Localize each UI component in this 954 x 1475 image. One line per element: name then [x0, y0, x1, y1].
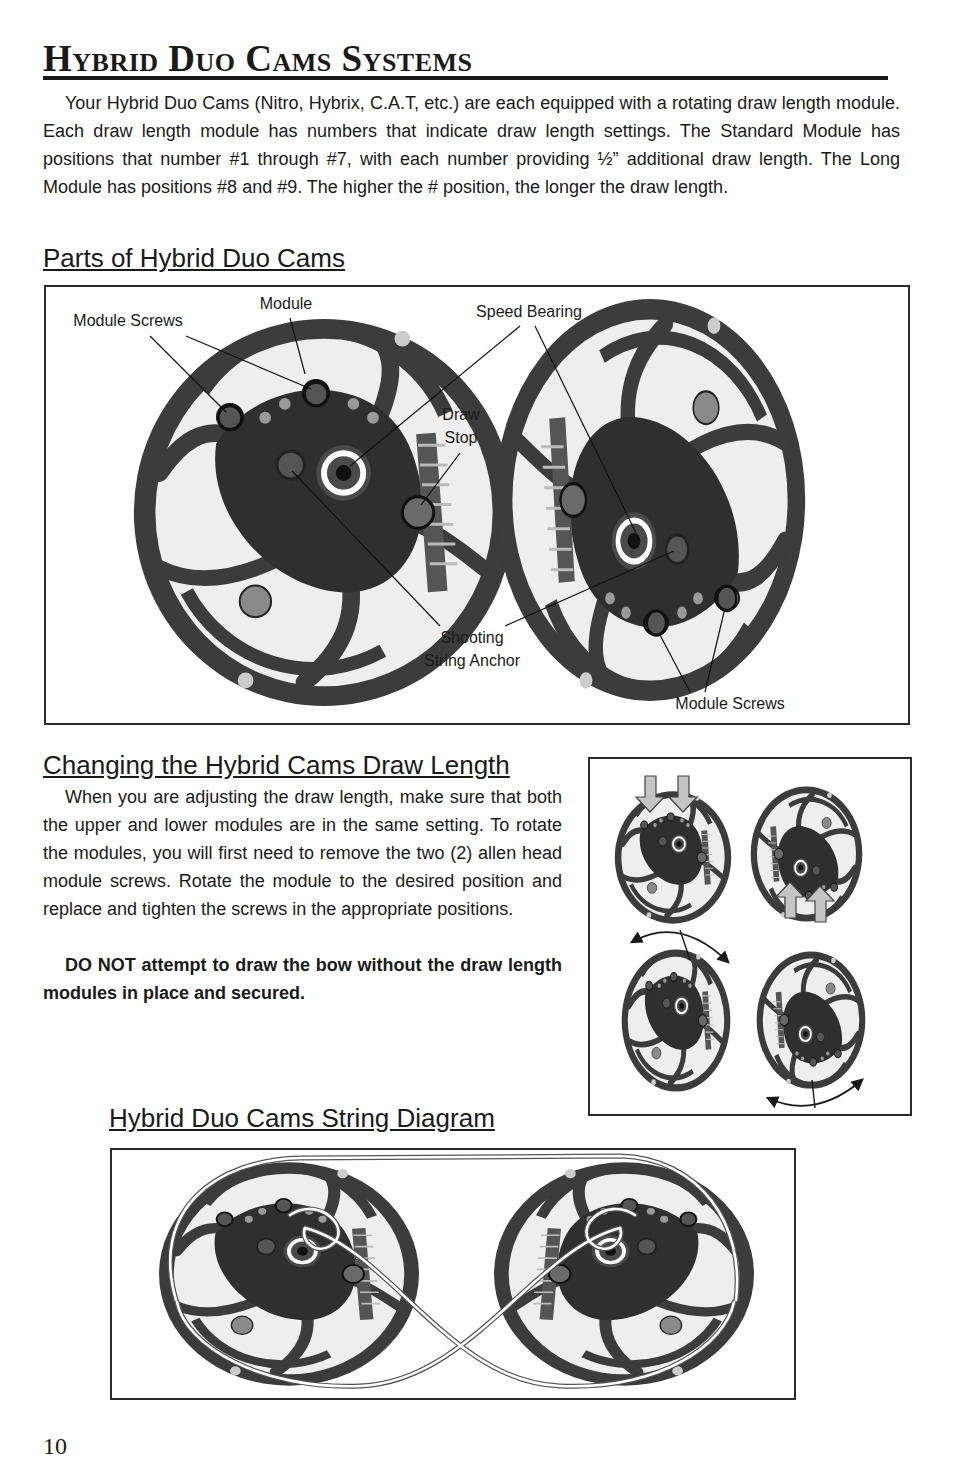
string-cams: [159, 1162, 754, 1385]
section-heading: Changing the Hybrid Cams Draw Length: [43, 750, 583, 780]
part-label: Speed Bearing: [462, 300, 596, 323]
part-label: Draw Stop: [436, 403, 486, 449]
part-label: Module Screws: [662, 692, 798, 715]
part-label: Module Screws: [62, 309, 194, 332]
part-label: Module: [250, 292, 322, 315]
screw-ring: [644, 611, 668, 635]
page-number: 10: [43, 1434, 103, 1458]
parts-cams: [134, 299, 805, 706]
part-label: Shooting String Anchor: [418, 626, 526, 672]
left-cam: [134, 319, 514, 706]
figure-frame: Hybrid Duo Cams String Diagram: [110, 1148, 796, 1400]
body-paragraph: When you are adjusting the draw length, …: [43, 783, 562, 923]
steps-frame: [589, 758, 911, 1115]
leader-lines: [150, 318, 725, 692]
screw-ring: [303, 380, 329, 406]
bow-strings: [170, 1156, 737, 1386]
page-title: Hybrid Duo Cams Systems: [43, 40, 473, 77]
right-cam: [495, 299, 805, 701]
figure-heading: Hybrid Duo Cams String Diagram: [109, 1103, 495, 1133]
screw-ring: [217, 404, 243, 430]
intro-paragraph: Your Hybrid Duo Cams (Nitro, Hybrix, C.A…: [43, 89, 900, 201]
screw-ring: [715, 586, 739, 610]
warning-paragraph: DO NOT attempt to draw the bow without t…: [43, 951, 562, 1007]
figure-frame: Parts of Hybrid Duo Cams: [44, 285, 910, 725]
steps-cams: [615, 776, 866, 1108]
figure-heading: Parts of Hybrid Duo Cams: [43, 243, 345, 273]
